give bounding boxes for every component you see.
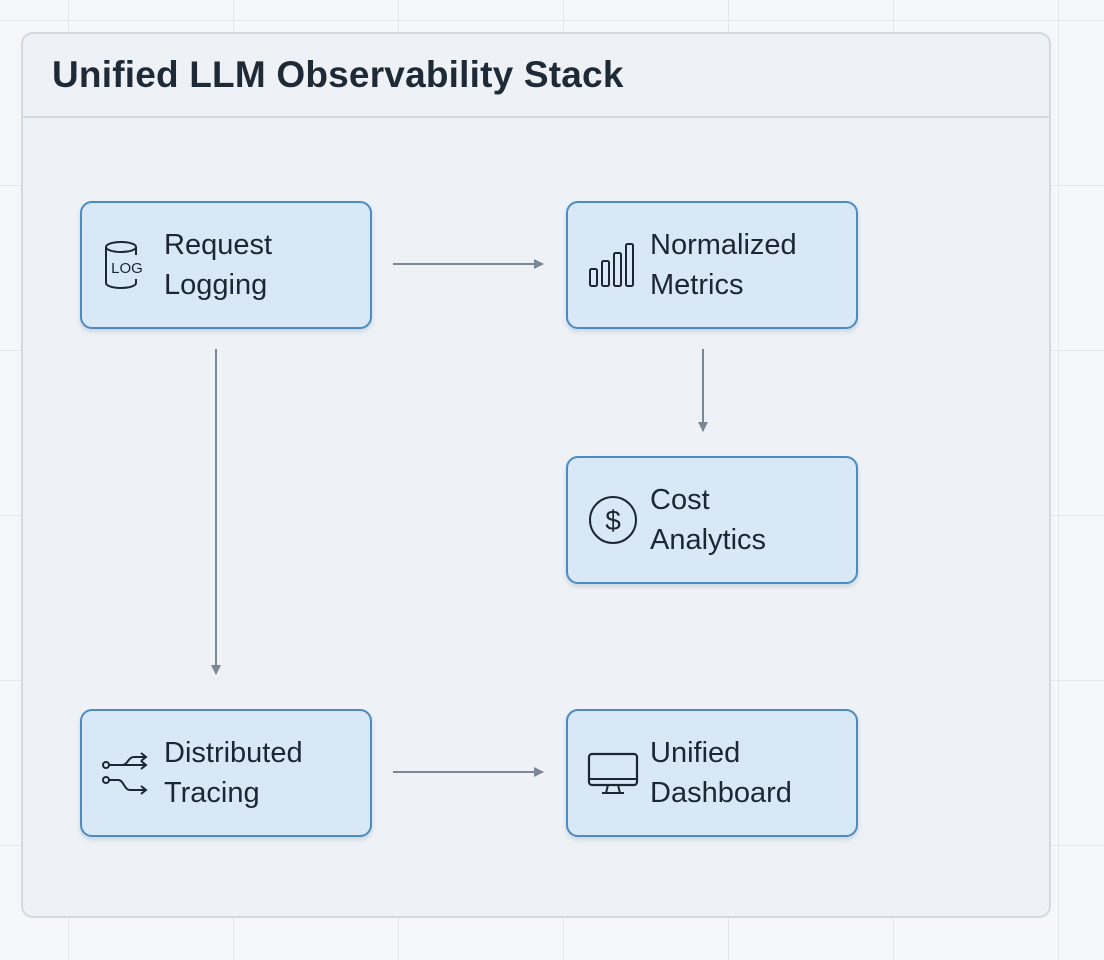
node-label-request-logging: Request Logging (164, 229, 273, 301)
bar-chart-icon (586, 238, 640, 292)
node-label-normalized-metrics: Normalized Metrics (650, 229, 797, 301)
log-database-icon: LOG (100, 238, 154, 292)
dollar-coin-icon: $ (586, 493, 640, 547)
node-request-logging[interactable]: LOG Request Logging (80, 201, 372, 329)
node-label-distributed-tracing: Distributed Tracing (164, 737, 303, 809)
node-normalized-metrics[interactable]: Normalized Metrics (566, 201, 858, 329)
node-cost-analytics[interactable]: $ Cost Analytics (566, 456, 858, 584)
node-label-cost-analytics: Cost Analytics (650, 484, 767, 556)
panel-header: Unified LLM Observability Stack (23, 34, 1049, 118)
log-icon-text: LOG (111, 260, 143, 277)
monitor-icon (586, 746, 640, 800)
diagram-title: Unified LLM Observability Stack (52, 54, 624, 95)
dollar-icon-text: $ (605, 505, 621, 536)
node-label-unified-dashboard: Unified Dashboard (650, 737, 792, 809)
branching-arrows-icon (100, 746, 154, 800)
node-unified-dashboard[interactable]: Unified Dashboard (566, 709, 858, 837)
node-distributed-tracing[interactable]: Distributed Tracing (80, 709, 372, 837)
